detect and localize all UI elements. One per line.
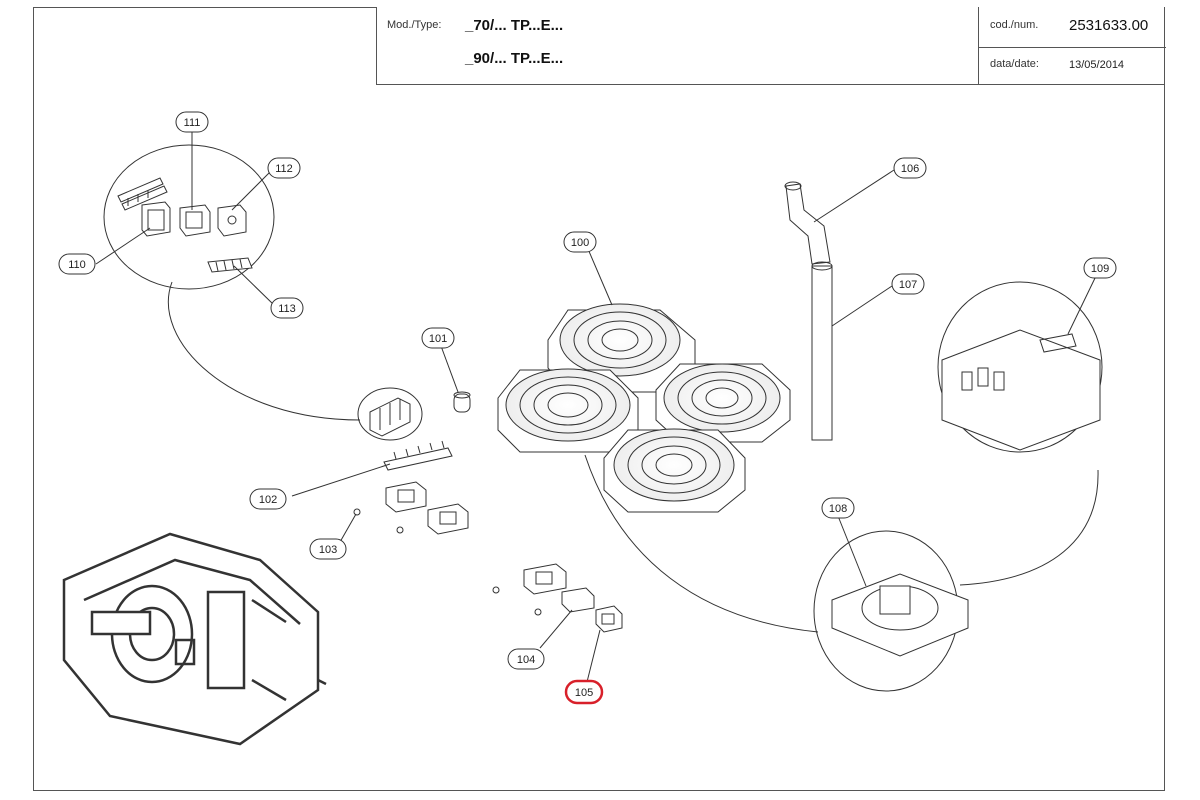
- heater-bottom: [603, 428, 746, 513]
- date-value: 13/05/2014: [1069, 59, 1125, 71]
- control-board-detail: [941, 329, 1101, 451]
- leader-103: [339, 513, 357, 543]
- model-line-2: _90/... TP...E...: [465, 50, 564, 67]
- svg-text:108: 108: [829, 503, 847, 515]
- part-102-terminal-strip: [383, 440, 453, 471]
- leader-110: [95, 227, 151, 265]
- leader-100: [587, 248, 613, 306]
- svg-text:110: 110: [68, 259, 86, 271]
- svg-text:112: 112: [275, 163, 293, 175]
- title-block: Mod./Type: _70/... TP...E... _90/... TP.…: [376, 7, 1166, 85]
- leader-101: [440, 345, 459, 393]
- svg-text:104: 104: [517, 654, 535, 666]
- callout-101: 101: [421, 327, 455, 349]
- zoom-circle-control-board: [937, 281, 1103, 453]
- terminal-block: [369, 397, 411, 437]
- code-label: cod./num.: [990, 19, 1039, 31]
- terminal-strip-detail: [117, 177, 168, 211]
- connector-line-terminal-block: [167, 281, 361, 421]
- title-block-divider-horizontal: [978, 47, 1166, 48]
- part-101-cap: [453, 391, 471, 413]
- callout-bubbles: 111 112 110 113 100 101 102 103 104 105 …: [58, 111, 1117, 705]
- bracket-112: [217, 204, 247, 237]
- svg-text:102: 102: [259, 494, 277, 506]
- callout-109: 109: [1083, 257, 1117, 279]
- callout-110: 110: [58, 253, 96, 275]
- zoom-circle-terminal-parts: [103, 144, 275, 290]
- svg-text:105: 105: [575, 687, 593, 699]
- part-100-heating-elements: [497, 303, 791, 513]
- svg-text:107: 107: [899, 279, 917, 291]
- svg-text:106: 106: [901, 163, 919, 175]
- callout-102: 102: [249, 488, 287, 510]
- leader-113: [233, 265, 275, 306]
- callout-111: 111: [175, 111, 209, 133]
- leader-112: [231, 171, 271, 211]
- bracket-110: [141, 201, 171, 237]
- leader-105: [586, 629, 601, 683]
- callout-104: 104: [507, 648, 545, 670]
- svg-text:101: 101: [429, 333, 447, 345]
- callout-112: 112: [267, 157, 301, 179]
- clamp-lower-left: [427, 503, 469, 535]
- heater-right: [655, 363, 791, 443]
- part-105-connector: [595, 605, 623, 633]
- code-value: 2531633.00: [1069, 17, 1149, 34]
- spring-113: [207, 257, 253, 273]
- callout-106: 106: [893, 157, 927, 179]
- heater-left: [497, 368, 639, 453]
- leader-108: [837, 515, 867, 587]
- model-label: Mod./Type:: [387, 19, 442, 31]
- part-106-107-pipe: [784, 181, 833, 441]
- svg-text:111: 111: [184, 117, 201, 129]
- title-block-divider-vertical: [978, 7, 979, 85]
- leader-107: [831, 285, 893, 327]
- callout-105: 105: [564, 679, 604, 705]
- leader-109: [1067, 275, 1097, 335]
- connector-line-fan: [584, 454, 819, 633]
- leader-104: [539, 609, 573, 649]
- leader-106: [813, 169, 895, 223]
- svg-text:100: 100: [571, 237, 589, 249]
- model-line-1: _70/... TP...E...: [465, 17, 564, 34]
- callout-100: 100: [563, 231, 597, 253]
- callout-113: 113: [270, 297, 304, 319]
- callout-103: 103: [309, 538, 347, 560]
- callout-107: 107: [891, 273, 925, 295]
- date-label: data/date:: [990, 58, 1039, 70]
- part-104-clamps: [492, 563, 595, 616]
- leader-102: [291, 463, 391, 497]
- bracket-111: [179, 204, 211, 237]
- svg-text:109: 109: [1091, 263, 1109, 275]
- connector-line-control-board: [959, 469, 1099, 586]
- fan-assembly: [831, 573, 969, 657]
- motor-housing: [62, 532, 327, 746]
- zoom-circle-terminal-block: [357, 387, 423, 441]
- clamp-upper-left: [385, 481, 427, 513]
- part-103-screws: [353, 508, 404, 534]
- svg-text:113: 113: [278, 303, 296, 315]
- callout-108: 108: [821, 497, 855, 519]
- svg-text:103: 103: [319, 544, 337, 556]
